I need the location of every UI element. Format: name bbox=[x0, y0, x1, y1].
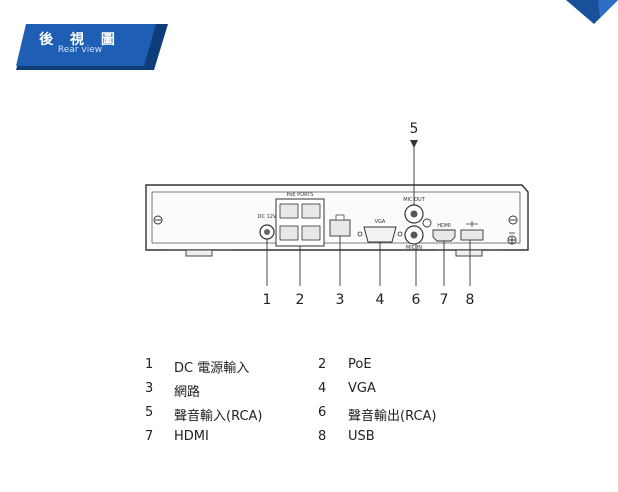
legend-number: 8 bbox=[318, 429, 327, 444]
legend-label: 聲音輸出(RCA) bbox=[348, 409, 437, 424]
rear-panel-diagram: DC 12V PoE PORTS VGA MIC OUT MIC IN HDMI bbox=[145, 140, 529, 286]
legend-row: 3 網路 4 VGA bbox=[140, 381, 500, 401]
legend-label: DC 電源輸入 bbox=[174, 361, 250, 376]
arrow-5 bbox=[410, 140, 418, 148]
legend-label: PoE bbox=[348, 357, 372, 372]
ground-icon bbox=[507, 232, 517, 245]
legend-number: 1 bbox=[145, 357, 154, 372]
poe-ports-label: PoE PORTS bbox=[287, 192, 314, 198]
legend-label: USB bbox=[348, 429, 375, 444]
legend-number: 6 bbox=[318, 405, 327, 420]
callout-1: 1 bbox=[262, 292, 272, 308]
legend-label: 網路 bbox=[174, 385, 201, 400]
page-subtitle: Rear view bbox=[57, 45, 103, 55]
callout-4: 4 bbox=[375, 292, 385, 308]
mic-in-port: MIC IN bbox=[404, 225, 424, 251]
legend-row: 5 聲音輸入(RCA) 6 聲音輸出(RCA) bbox=[140, 405, 500, 425]
banner-shape bbox=[16, 24, 168, 70]
header-banner: 後 視 圖 Rear view bbox=[16, 24, 168, 70]
legend-number: 3 bbox=[145, 381, 154, 396]
mic-in-label: MIC IN bbox=[406, 245, 422, 251]
dc-label: DC 12V bbox=[258, 214, 277, 220]
callout-5: 5 bbox=[409, 121, 419, 137]
lan-port bbox=[329, 214, 351, 237]
legend-number: 5 bbox=[145, 405, 154, 420]
callout-6: 6 bbox=[411, 292, 421, 308]
usb-port bbox=[460, 221, 484, 241]
page-title: 後 視 圖 bbox=[39, 32, 121, 48]
legend-label: 聲音輸入(RCA) bbox=[174, 409, 263, 424]
mic-out-port: MIC OUT bbox=[403, 197, 432, 228]
callout-2: 2 bbox=[295, 292, 305, 308]
vga-port: VGA bbox=[357, 219, 403, 243]
leader-lines bbox=[266, 140, 471, 286]
screw-left bbox=[153, 215, 163, 225]
vga-label: VGA bbox=[375, 219, 386, 225]
poe-ports: PoE PORTS bbox=[275, 192, 325, 247]
screw-right bbox=[508, 215, 518, 225]
hdmi-label: HDMI bbox=[437, 223, 450, 229]
legend-number: 7 bbox=[145, 429, 154, 444]
legend-number: 2 bbox=[318, 357, 327, 372]
hdmi-port: HDMI bbox=[432, 223, 456, 242]
legend-label: HDMI bbox=[174, 429, 209, 444]
corner-decoration bbox=[566, 0, 618, 24]
legend-row: 7 HDMI 8 USB bbox=[140, 429, 500, 449]
callout-8: 8 bbox=[465, 292, 475, 308]
legend-number: 4 bbox=[318, 381, 327, 396]
mic-out-label: MIC OUT bbox=[403, 197, 425, 203]
legend-row: 1 DC 電源輸入 2 PoE bbox=[140, 357, 500, 377]
callout-7: 7 bbox=[439, 292, 449, 308]
callout-3: 3 bbox=[335, 292, 345, 308]
legend-label: VGA bbox=[348, 381, 376, 396]
